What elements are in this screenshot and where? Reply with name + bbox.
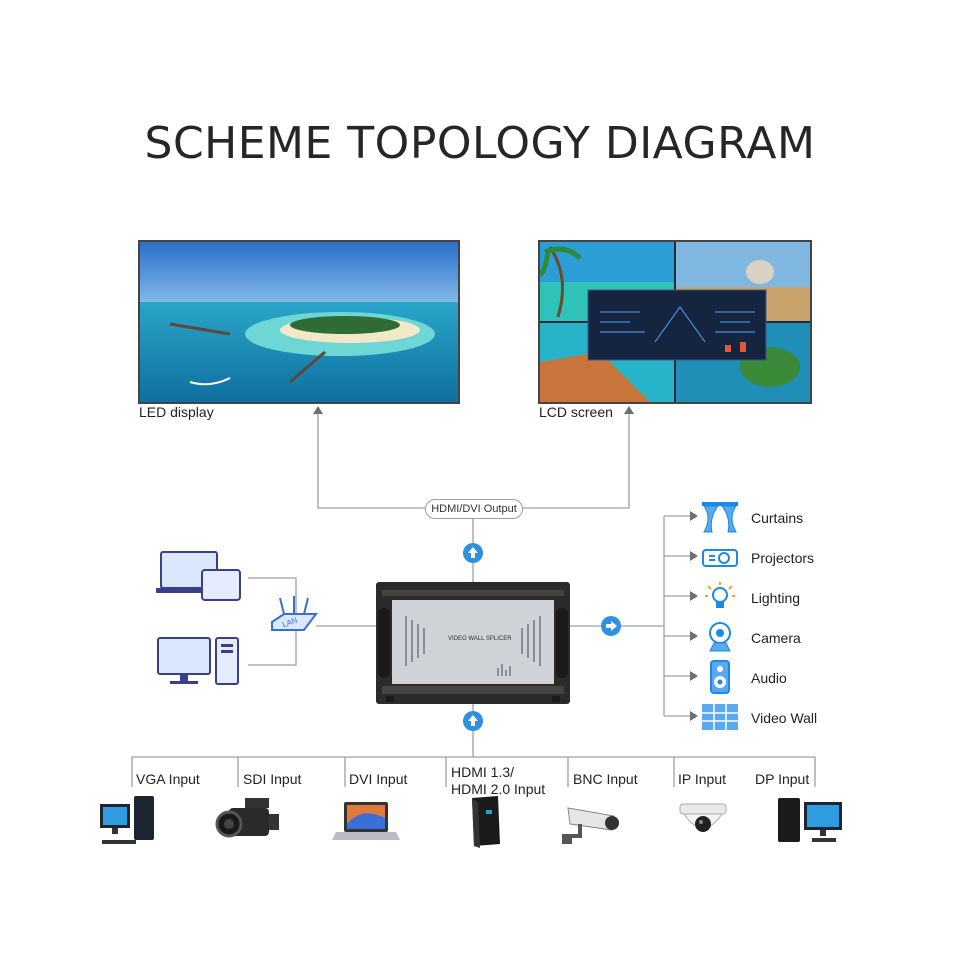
led-display-label: LED display <box>139 404 214 420</box>
input-label-3-line2: HDMI 2.0 Input <box>451 781 546 797</box>
laptop-tablet-icon <box>156 550 248 602</box>
desktop-pc-icon <box>98 794 168 848</box>
curtains-icon <box>700 500 740 534</box>
splicer-label: VIDEO WALL SPLICER <box>448 636 512 642</box>
video-wall-icon <box>700 700 740 734</box>
video-wall-splicer-device: VIDEO WALL SPLICER <box>376 582 570 704</box>
desktop-computer-icon <box>156 636 248 688</box>
security-camera-icon <box>560 794 630 848</box>
output-label-0: Curtains <box>751 510 804 526</box>
router-icon: LAN <box>270 596 318 642</box>
input-label-2: DVI Input <box>349 771 408 787</box>
camcorder-icon <box>215 794 285 848</box>
output-label-5: Video Wall <box>751 710 818 726</box>
dome-camera-icon <box>668 794 738 848</box>
page-title: SCHEME TOPOLOGY DIAGRAM <box>144 118 816 169</box>
lcd-screen-image <box>538 240 812 404</box>
input-label-1: SDI Input <box>243 771 302 787</box>
hdmi-dvi-output-pill: HDMI/DVI Output <box>425 499 523 519</box>
output-label-2: Lighting <box>751 590 801 606</box>
webcam-icon <box>700 620 740 654</box>
input-label-0: VGA Input <box>136 771 200 787</box>
input-label-4: BNC Input <box>573 771 638 787</box>
pc-monitor-icon <box>776 794 846 848</box>
right-arrow-icon <box>601 616 621 636</box>
output-label-1: Projectors <box>751 550 815 566</box>
up-arrow-icon <box>463 711 483 731</box>
led-display-image <box>138 240 460 404</box>
up-arrow-icon <box>463 543 483 563</box>
output-label-3: Camera <box>751 630 801 646</box>
output-label-4: Audio <box>751 670 787 686</box>
speaker-icon <box>700 660 740 694</box>
input-label-6: DP Input <box>755 771 810 787</box>
projector-icon <box>700 540 740 574</box>
input-label-3: HDMI 1.3/ <box>451 764 515 780</box>
lcd-screen-label: LCD screen <box>539 404 613 420</box>
laptop-icon <box>330 794 400 848</box>
lightbulb-icon <box>700 580 740 614</box>
input-label-5: IP Input <box>678 771 727 787</box>
pc-tower-icon <box>452 794 522 848</box>
